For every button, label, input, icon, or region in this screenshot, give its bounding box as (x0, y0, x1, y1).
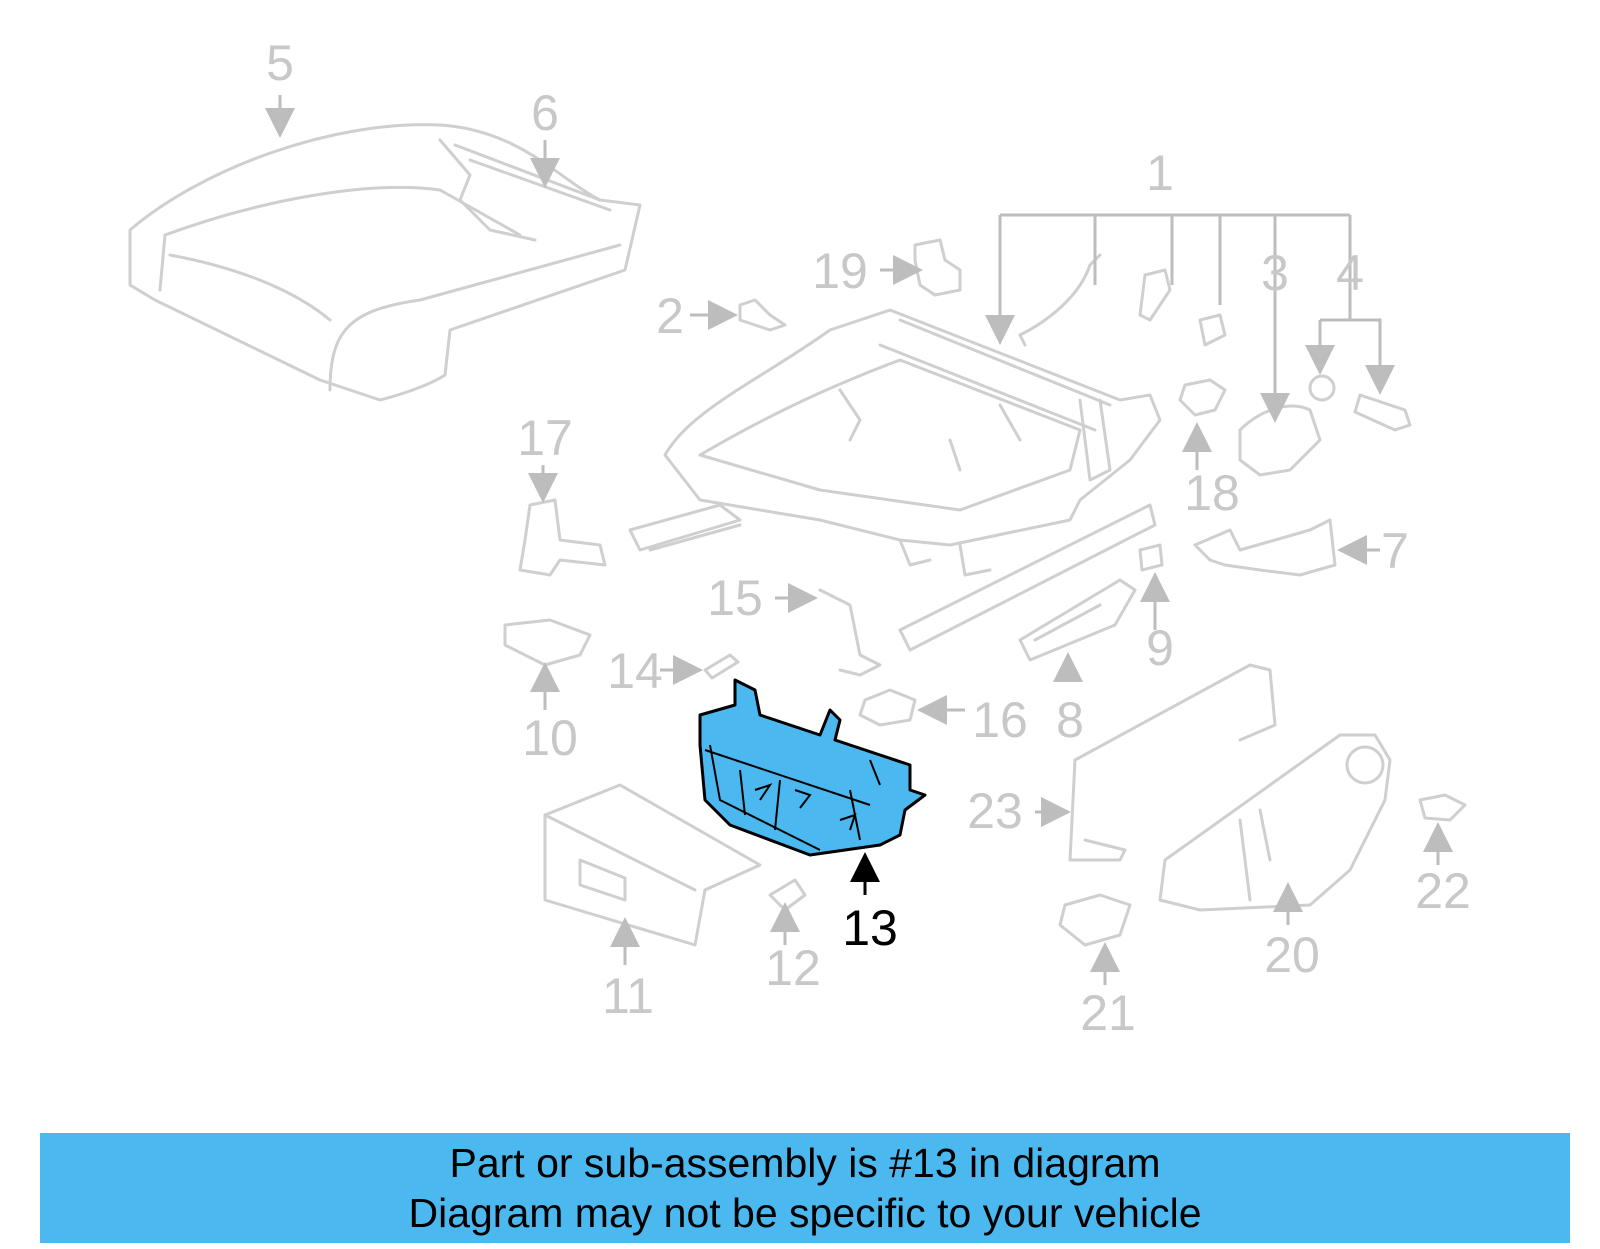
callout-14: 14 (607, 643, 663, 699)
part-15-wire (818, 588, 882, 677)
callout-20: 20 (1264, 927, 1320, 983)
part-1-cable (1018, 253, 1227, 347)
leader-lines (265, 95, 1453, 985)
part-11-storage-tray (543, 783, 762, 947)
callout-23: 23 (967, 783, 1023, 839)
part-3-motor (1238, 404, 1322, 477)
part-17-bracket (518, 498, 607, 577)
callout-16: 16 (972, 692, 1028, 748)
info-banner: Part or sub-assembly is #13 in diagram D… (40, 1133, 1570, 1243)
callout-12: 12 (765, 940, 821, 996)
part-14-bolt (703, 653, 740, 680)
banner-line-1: Part or sub-assembly is #13 in diagram (449, 1140, 1161, 1186)
part-16-bracket (858, 688, 917, 727)
callout-18: 18 (1184, 465, 1240, 521)
callout-2: 2 (656, 288, 684, 344)
part-22-clip (1418, 793, 1467, 822)
callout-9: 9 (1146, 620, 1174, 676)
callout-17: 17 (517, 410, 573, 466)
part-9-clip (1138, 543, 1164, 572)
callout-11: 11 (602, 968, 654, 1024)
callout-13: 13 (842, 900, 898, 956)
part-20-side-cover (1158, 733, 1392, 912)
part-12-clip (768, 878, 807, 912)
part-4-bolt (1308, 374, 1412, 432)
part-7-bracket (1193, 518, 1337, 577)
callout-1: 1 (1146, 145, 1174, 201)
part-23-wire (1068, 663, 1277, 862)
part-18-bracket (1178, 378, 1227, 417)
part-13-highlighted (698, 678, 927, 857)
callout-7: 7 (1381, 523, 1409, 579)
part-1-seat-frame (628, 308, 1162, 652)
callout-19: 19 (812, 243, 868, 299)
callout-10: 10 (522, 710, 578, 766)
parts-diagram: 5 6 1 3 4 19 2 17 18 7 15 9 14 16 8 10 2… (128, 35, 1471, 1041)
callout-5: 5 (266, 35, 294, 91)
part-21-bracket (1058, 893, 1132, 947)
callout-3: 3 (1261, 245, 1289, 301)
part-10-bracket (503, 618, 592, 667)
callout-8: 8 (1056, 692, 1084, 748)
part-5-seat-cushion (128, 123, 642, 402)
part-8-trim (1018, 578, 1137, 662)
callout-15: 15 (707, 570, 763, 626)
callout-21: 21 (1080, 985, 1136, 1041)
part-2-clip (738, 298, 787, 332)
callout-6: 6 (531, 85, 559, 141)
callout-22: 22 (1415, 863, 1471, 919)
banner-line-2: Diagram may not be specific to your vehi… (408, 1190, 1202, 1236)
callout-4: 4 (1336, 245, 1364, 301)
part-19-bracket (913, 238, 962, 297)
